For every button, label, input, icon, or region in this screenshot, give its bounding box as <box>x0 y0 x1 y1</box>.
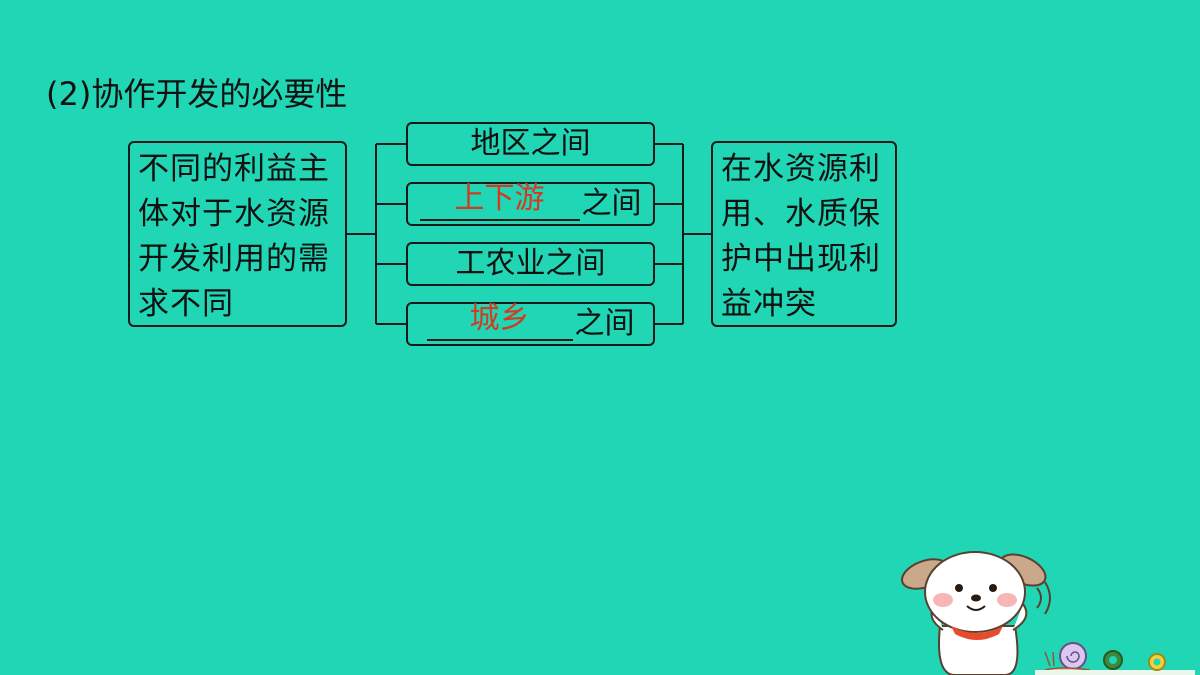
slide-title: (2)协作开发的必要性 <box>46 75 348 113</box>
branch-region: 地区之间 <box>406 122 655 166</box>
cause-box: 不同的利益主体对于水资源开发利用的需求不同 <box>128 141 347 327</box>
branch-suffix-2: 之间 <box>574 306 635 341</box>
branch-urban-rural: 城乡 之间 <box>406 301 655 346</box>
result-box: 在水资源利用、水质保护中出现利益冲突 <box>711 141 897 327</box>
branch-region-label: 地区之间 <box>470 126 591 161</box>
branch-upstream-downstream: 上下游 之间 <box>406 181 655 226</box>
fill-blank-2: 城乡 <box>426 301 573 341</box>
answer-text-1: 上下游 <box>454 181 545 216</box>
branch-industry-agriculture: 工农业之间 <box>406 242 655 286</box>
cartoon-dog-icon <box>901 551 1195 675</box>
branch-suffix-1: 之间 <box>581 186 642 221</box>
branch-industry-label: 工农业之间 <box>455 246 606 281</box>
fill-blank-1: 上下游 <box>419 181 580 221</box>
answer-text-2: 城乡 <box>469 301 530 336</box>
